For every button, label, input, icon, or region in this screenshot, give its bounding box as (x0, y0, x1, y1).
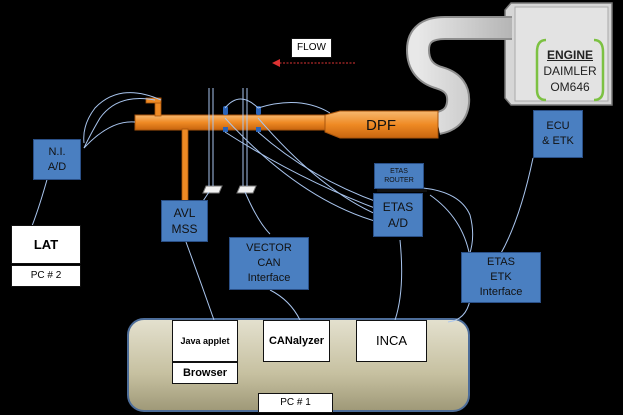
pipe-down-leg (181, 128, 189, 203)
pc1-label: PC # 1 (280, 397, 311, 409)
etas-ad-line-1: ETAS (382, 199, 414, 214)
pipe-sensor-2 (256, 106, 261, 115)
engine-label: ENGINE DAIMLER OM646 (540, 42, 600, 100)
lat-label: LAT (33, 236, 59, 252)
ecu-etk-box: ECU & ETK (533, 110, 583, 158)
avl-line-1: AVL (173, 205, 196, 220)
pc1-label-box: PC # 1 (258, 393, 333, 413)
pipe-sensor-3 (223, 127, 228, 132)
engine-line-1: ENGINE (546, 47, 593, 62)
flow-label-box: FLOW (291, 38, 332, 58)
ni-ad-line-1: N.I. (48, 145, 66, 158)
signal-wires (31, 88, 534, 323)
browser-label: Browser (182, 366, 228, 379)
etas-etk-line-2: ETK (490, 271, 512, 284)
pc2-box: PC # 2 (11, 265, 81, 287)
ni-ad-line-2: A/D (47, 160, 67, 173)
vector-line-1: VECTOR (246, 242, 292, 255)
canalyzer-label: CANalyzer (268, 334, 325, 347)
etas-ad-box: ETAS A/D (373, 193, 423, 237)
browser-box: Browser (172, 362, 238, 384)
etas-router-line-2: ROUTER (384, 177, 414, 184)
vector-can-box: VECTOR CAN Interface (229, 237, 309, 290)
canalyzer-box: CANalyzer (263, 320, 330, 362)
pipe-sensor-1 (223, 106, 228, 115)
ecu-line-1: ECU (546, 120, 570, 133)
dpf-body (324, 110, 439, 139)
etas-ad-line-2: A/D (387, 216, 408, 230)
exhaust-pipe (134, 114, 326, 131)
router-connector (377, 189, 427, 192)
engine-bracket-right (593, 38, 605, 102)
avl-line-2: MSS (171, 222, 198, 236)
ecu-line-2: & ETK (542, 135, 574, 147)
inca-box: INCA (356, 320, 427, 362)
etas-router-box: ETAS ROUTER (374, 163, 424, 189)
flow-label: FLOW (297, 42, 326, 54)
engine-line-3: OM646 (550, 80, 590, 95)
pc2-label: PC # 2 (30, 270, 62, 282)
engine-bracket-left (535, 38, 547, 102)
sensor-module-1 (202, 185, 223, 194)
etas-etk-line-1: ETAS (487, 256, 515, 269)
etas-router-line-1: ETAS (390, 167, 408, 175)
sensor-module-2 (236, 185, 257, 194)
avl-mss-box: AVL MSS (161, 200, 208, 242)
java-applet-box: Java applet (172, 320, 238, 362)
vector-line-3: Interface (247, 271, 291, 284)
etas-etk-box: ETAS ETK Interface (461, 252, 541, 303)
vector-line-2: CAN (257, 257, 281, 270)
java-applet-label: Java applet (180, 335, 230, 346)
engine-line-2: DAIMLER (543, 63, 597, 78)
ni-ad-box: N.I. A/D (33, 139, 81, 180)
inca-label: INCA (375, 333, 408, 349)
lat-box: LAT (11, 225, 81, 264)
pipe-sensor-4 (256, 127, 261, 132)
etas-etk-line-3: Interface (479, 285, 523, 298)
dpf-label: DPF (366, 117, 396, 134)
